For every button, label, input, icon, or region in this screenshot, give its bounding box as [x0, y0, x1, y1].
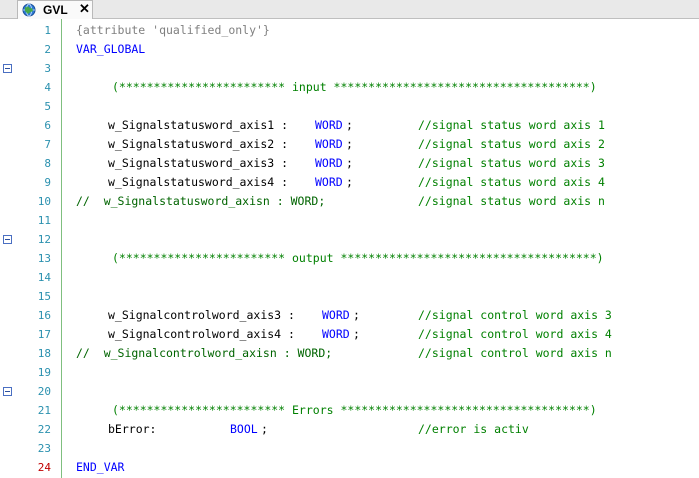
code-token: //signal status word axis 1 [418, 118, 605, 132]
code-token: w_Signalstatusword_axis4 : [108, 175, 295, 189]
code-token: //signal control word axis 3 [418, 308, 612, 322]
code-token: w_Signalcontrolword_axis4 : [108, 327, 302, 341]
code-line[interactable] [62, 287, 699, 306]
code-token: // w_Signalcontrolword_axisn : WORD; [76, 346, 333, 360]
code-line[interactable]: // w_Signalstatusword_axisn : WORD; //sig… [62, 192, 699, 211]
line-number: 21 [37, 404, 51, 417]
code-token: WORD [315, 137, 343, 151]
code-token: ; [346, 118, 353, 132]
line-number: 12 [37, 233, 51, 246]
code-line[interactable]: w_Signalstatusword_axis2 : WORD; //signal… [62, 135, 699, 154]
line-number: 17 [37, 328, 51, 341]
globe-icon [22, 3, 36, 17]
code-token: VAR_GLOBAL [76, 42, 146, 56]
fold-toggle-icon[interactable] [3, 64, 12, 73]
code-line[interactable] [62, 97, 699, 116]
code-line[interactable] [62, 382, 699, 401]
line-number: 1 [44, 24, 51, 37]
code-token: //signal control word axis n [418, 346, 612, 360]
line-number: 10 [37, 195, 51, 208]
code-token: WORD [315, 175, 343, 189]
line-number: 14 [37, 271, 51, 284]
code-line[interactable]: VAR_GLOBAL [62, 40, 699, 59]
close-icon[interactable]: ✕ [79, 1, 90, 16]
gutter-separator [61, 19, 62, 478]
code-token: (************************ output *******… [112, 251, 604, 265]
code-line[interactable] [62, 439, 699, 458]
line-number: 5 [44, 100, 51, 113]
fold-toggle-icon[interactable] [3, 387, 12, 396]
code-token: //signal status word axis 2 [418, 137, 605, 151]
editor-tab-bar: GVL ✕ [0, 0, 699, 19]
code-token: //signal control word axis 4 [418, 327, 612, 341]
code-token: WORD [322, 308, 350, 322]
line-number: 19 [37, 366, 51, 379]
code-line[interactable]: bError: BOOL; //error is activ [62, 420, 699, 439]
code-token: ; [346, 156, 353, 170]
line-number: 8 [44, 157, 51, 170]
code-area[interactable]: {attribute 'qualified_only'} VAR_GLOBAL (*… [62, 19, 699, 478]
code-line[interactable]: {attribute 'qualified_only'} [62, 21, 699, 40]
code-line[interactable] [62, 211, 699, 230]
code-token: {attribute 'qualified_only'} [76, 23, 270, 37]
code-token: ; [353, 308, 360, 322]
code-token: //error is activ [418, 422, 529, 436]
code-token: BOOL [230, 422, 258, 436]
code-line[interactable] [62, 230, 699, 249]
code-token: //signal status word axis 3 [418, 156, 605, 170]
code-token: (************************ Errors *******… [112, 403, 597, 417]
line-number: 16 [37, 309, 51, 322]
code-line[interactable]: w_Signalcontrolword_axis3 : WORD; //signa… [62, 306, 699, 325]
code-line[interactable] [62, 59, 699, 78]
fold-toggle-icon[interactable] [3, 235, 12, 244]
line-number: 7 [44, 138, 51, 151]
code-token: // w_Signalstatusword_axisn : WORD; [76, 194, 326, 208]
code-token: w_Signalcontrolword_axis3 : [108, 308, 302, 322]
line-number: 3 [44, 62, 51, 75]
line-number: 13 [37, 252, 51, 265]
tab-gvl[interactable]: GVL ✕ [17, 0, 93, 19]
code-token: w_Signalstatusword_axis2 : [108, 137, 295, 151]
line-number: 20 [37, 385, 51, 398]
code-token: bError: [108, 422, 157, 436]
line-number: 4 [44, 81, 51, 94]
code-token: ; [261, 422, 268, 436]
code-token: WORD [315, 118, 343, 132]
tab-label: GVL [43, 3, 68, 17]
code-line[interactable]: w_Signalstatusword_axis1 : WORD; //signal… [62, 116, 699, 135]
code-line[interactable]: (************************ input ********… [62, 78, 699, 97]
code-token: //signal status word axis n [418, 194, 605, 208]
code-line[interactable]: (************************ output *******… [62, 249, 699, 268]
code-line[interactable]: w_Signalstatusword_axis3 : WORD; //signal… [62, 154, 699, 173]
line-number: 2 [44, 43, 51, 56]
line-number: 18 [37, 347, 51, 360]
code-token: (************************ input ********… [112, 80, 597, 94]
code-token: w_Signalstatusword_axis1 : [108, 118, 295, 132]
code-line[interactable]: (************************ Errors *******… [62, 401, 699, 420]
code-line[interactable]: w_Signalcontrolword_axis4 : WORD; //signa… [62, 325, 699, 344]
line-number: 24 [37, 461, 51, 474]
fold-margin [0, 19, 17, 478]
code-line[interactable]: w_Signalstatusword_axis4 : WORD; //signal… [62, 173, 699, 192]
line-number: 22 [37, 423, 51, 436]
code-token: END_VAR [76, 460, 125, 474]
code-token: WORD [322, 327, 350, 341]
code-token: w_Signalstatusword_axis3 : [108, 156, 295, 170]
line-number: 15 [37, 290, 51, 303]
code-line[interactable]: // w_Signalcontrolword_axisn : WORD; //si… [62, 344, 699, 363]
code-line[interactable] [62, 363, 699, 382]
code-token: //signal status word axis 4 [418, 175, 605, 189]
line-number: 23 [37, 442, 51, 455]
code-token: ; [346, 137, 353, 151]
code-token: ; [353, 327, 360, 341]
code-token: ; [346, 175, 353, 189]
line-number: 6 [44, 119, 51, 132]
line-number: 11 [37, 214, 51, 227]
code-line[interactable] [62, 268, 699, 287]
code-line[interactable]: END_VAR [62, 458, 699, 477]
code-token: WORD [315, 156, 343, 170]
line-number: 9 [44, 176, 51, 189]
